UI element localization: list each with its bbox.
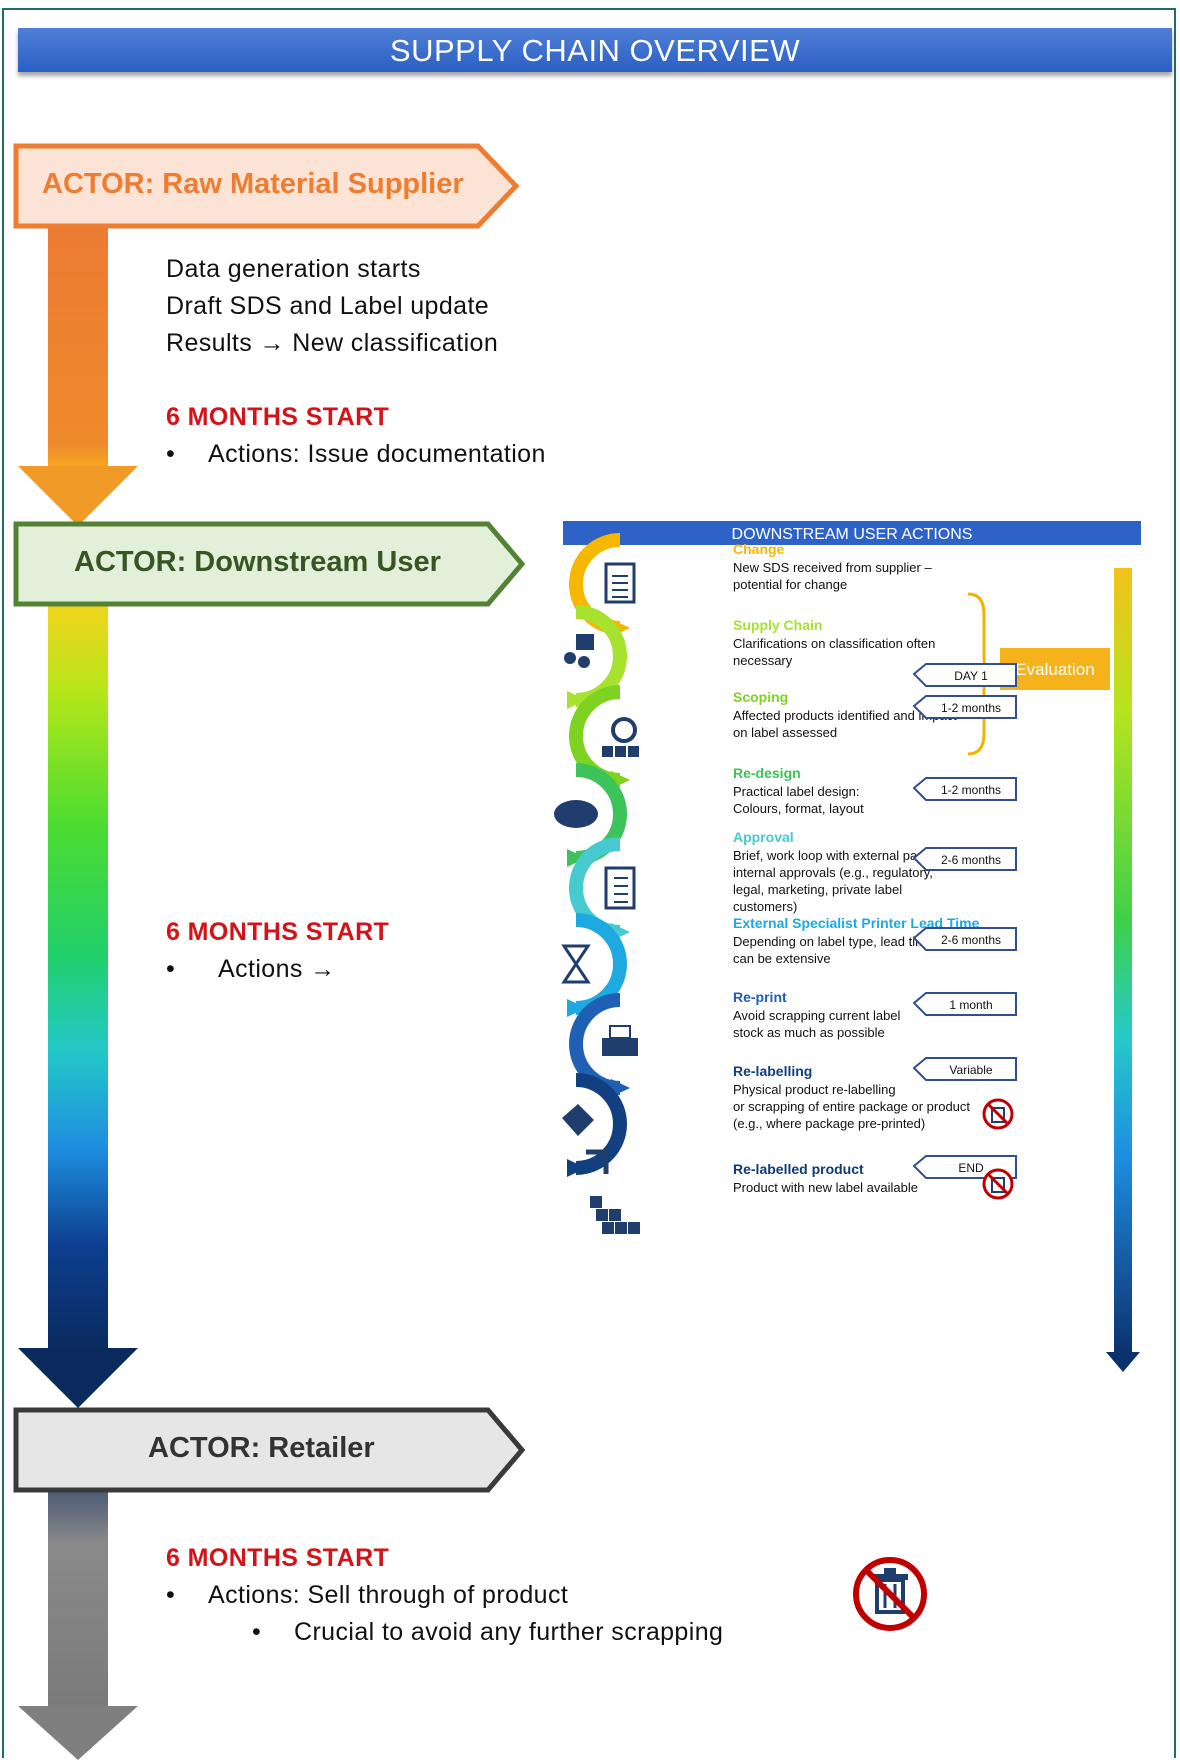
step-ring-arrow <box>567 999 586 1017</box>
step-description-line: Clarifications on classification often <box>733 636 935 651</box>
step-description-line: (e.g., where package pre-printed) <box>733 1116 925 1131</box>
step-title: External Specialist Printer Lead Time <box>733 915 980 931</box>
actor-flow-graphic <box>13 143 526 1760</box>
label-tag-icon <box>562 1104 594 1136</box>
dua-timeline-arrowhead <box>1106 1352 1140 1372</box>
stacked-boxes-icon <box>586 1149 640 1234</box>
time-tag <box>912 777 1017 801</box>
actor-banner-supplier <box>13 143 520 229</box>
downstream-notes: 6 MONTHS START Actions → <box>166 914 389 988</box>
step-description-line: Colours, format, layout <box>733 801 864 816</box>
supplier-flow-arrowhead <box>18 466 138 526</box>
hourglass-icon <box>561 944 591 984</box>
step-title: Re-design <box>733 765 801 781</box>
step-description-line: Avoid scrapping current label <box>733 1008 901 1023</box>
step-description-line: potential for change <box>733 577 847 592</box>
time-tag-label: Variable <box>949 1063 992 1077</box>
dua-timeline <box>1114 568 1132 1352</box>
step-title: Re-labelled product <box>733 1161 864 1177</box>
downstream-action-bullet: Actions → <box>166 951 389 988</box>
time-tag-label: DAY 1 <box>954 669 988 683</box>
step-title: Re-labelling <box>733 1063 812 1079</box>
magnifier-boxes-icon <box>602 717 639 757</box>
retailer-action-bullet: Actions: Sell through of product <box>166 1577 723 1614</box>
step-title: Change <box>733 541 785 557</box>
time-tag <box>912 695 1017 719</box>
actor-banner-retailer <box>13 1407 526 1493</box>
dua-title-bar <box>563 521 1141 545</box>
page-frame <box>2 8 1176 1758</box>
dua-title: DOWNSTREAM USER ACTIONS <box>732 526 973 543</box>
printer-icon <box>602 1025 638 1056</box>
downstream-user-actions-infographic: DOWNSTREAM USER ACTIONS Evaluation Chang… <box>554 521 1141 1372</box>
actor-label-downstream: ACTOR: Downstream User <box>74 546 441 578</box>
time-tag <box>912 847 1017 871</box>
step-description-line: on label assessed <box>733 725 837 740</box>
evaluation-label: Evaluation <box>1015 660 1094 679</box>
question-people-icon <box>564 634 594 668</box>
step-description-line: stock as much as possible <box>733 1025 885 1040</box>
downstream-timing-heading: 6 MONTHS START <box>166 918 390 946</box>
time-tag <box>912 1057 1017 1081</box>
time-tag-label: 1-2 months <box>941 701 1001 715</box>
step-title: Supply Chain <box>733 617 822 633</box>
step-description-line: Product with new label available <box>733 1180 918 1195</box>
supplier-note-line: Draft SDS and Label update <box>166 292 490 320</box>
step-description-line: New SDS received from supplier – <box>733 560 932 575</box>
supplier-timing-heading: 6 MONTHS START <box>166 403 390 431</box>
no-scrap-small-icon <box>982 1168 1014 1200</box>
step-ring-arrow <box>567 849 586 867</box>
document-icon <box>604 562 636 604</box>
time-tag-label: 2-6 months <box>941 933 1001 947</box>
time-tag-label: 1-2 months <box>941 783 1001 797</box>
time-tag <box>912 663 1017 687</box>
actor-banner-downstream <box>13 521 526 607</box>
step-ring <box>575 1073 627 1175</box>
step-ring-arrow <box>567 691 586 709</box>
retailer-sub-bullet: Crucial to avoid any further scrapping <box>166 1614 723 1651</box>
step-description-line: Practical label design: <box>733 784 859 799</box>
step-description-line: legal, marketing, private label <box>733 882 902 897</box>
step-title: Scoping <box>733 689 788 705</box>
step-description-line: or scrapping of entire package or produc… <box>733 1099 970 1114</box>
supplier-note-line: Data generation starts <box>166 255 421 283</box>
supplier-action-bullet: Actions: Issue documentation <box>166 436 546 473</box>
evaluation-box <box>1000 648 1110 690</box>
retailer-flow-shaft <box>48 1490 108 1708</box>
downstream-flow-shaft <box>48 602 108 1350</box>
retailer-timing-heading: 6 MONTHS START <box>166 1544 390 1572</box>
page-title: SUPPLY CHAIN OVERVIEW <box>18 28 1172 72</box>
no-scrapping-icon <box>853 1557 927 1631</box>
time-tag-label: 2-6 months <box>941 853 1001 867</box>
step-description-line: Affected products identified and impact <box>733 708 957 723</box>
time-tag-label: 1 month <box>949 998 992 1012</box>
step-ring-arrow <box>567 1159 586 1177</box>
palette-icon <box>554 800 598 828</box>
supplier-note-line: Results → New classification <box>166 329 499 357</box>
supplier-flow-shaft <box>48 224 108 468</box>
step-description-line: Brief, work loop with external partners, <box>733 848 954 863</box>
step-title: Approval <box>733 829 794 845</box>
step-description-line: Physical product re-labelling <box>733 1082 896 1097</box>
step-description-line: can be extensive <box>733 951 831 966</box>
time-tag <box>912 992 1017 1016</box>
supplier-notes: Data generation starts Draft SDS and Lab… <box>166 251 546 473</box>
checklist-icon <box>604 866 636 910</box>
downstream-flow-arrowhead <box>18 1348 138 1408</box>
no-scrap-small-icon <box>982 1098 1014 1130</box>
actor-label-supplier: ACTOR: Raw Material Supplier <box>42 168 464 200</box>
actor-label-retailer: ACTOR: Retailer <box>148 1432 375 1464</box>
step-description-line: internal approvals (e.g., regulatory, <box>733 865 933 880</box>
step-description-line: Depending on label type, lead times <box>733 934 940 949</box>
retailer-notes: 6 MONTHS START Actions: Sell through of … <box>166 1540 723 1651</box>
retailer-flow-arrowhead <box>18 1706 138 1760</box>
step-title: Re-print <box>733 989 787 1005</box>
step-description-line: customers) <box>733 899 797 914</box>
time-tag-label: END <box>958 1161 984 1175</box>
time-tag <box>912 927 1017 951</box>
step-description-line: necessary <box>733 653 793 668</box>
